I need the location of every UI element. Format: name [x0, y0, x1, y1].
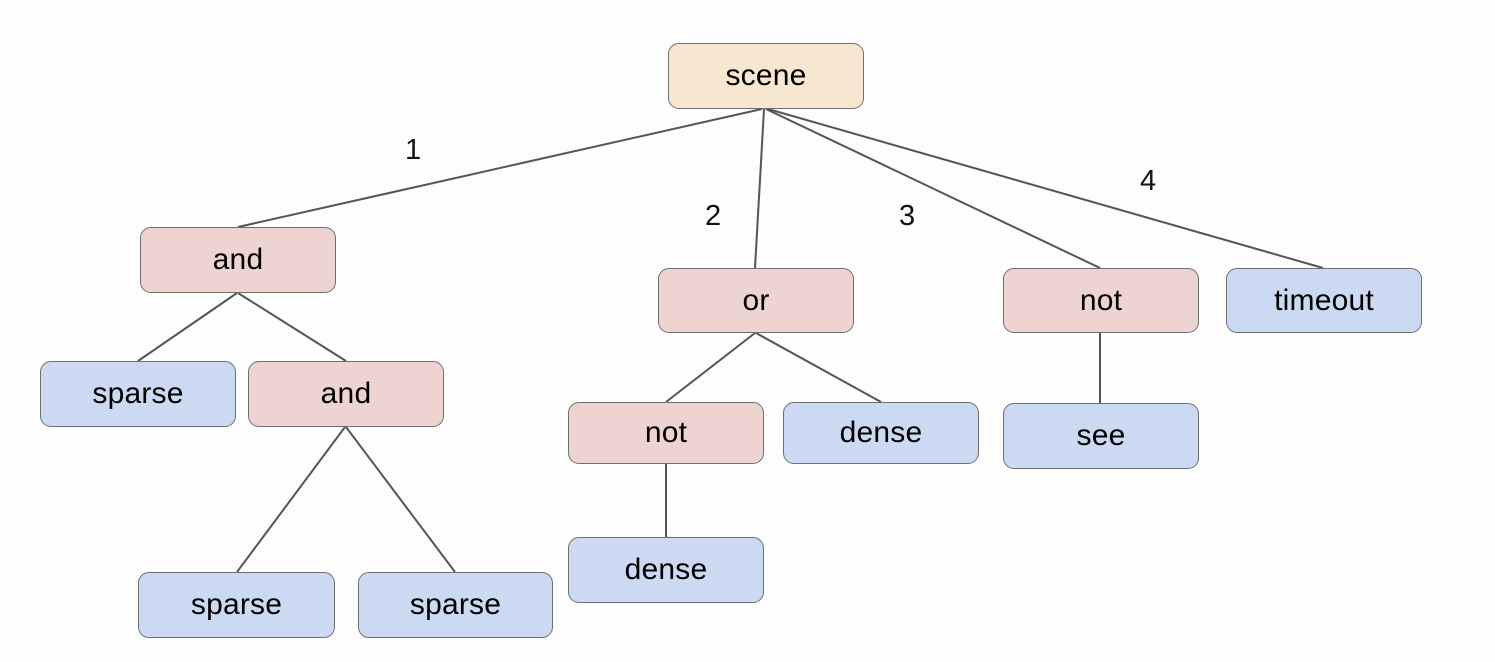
edge-label-4: 4 [1140, 165, 1157, 197]
tree-edge-scene-to-timeout [767, 108, 1324, 269]
edge-label-2: 2 [705, 200, 722, 232]
tree-edge-or1-to-dense_mid [755, 332, 882, 403]
tree-node-timeout[interactable]: timeout [1226, 268, 1422, 333]
tree-node-and2[interactable]: and [248, 361, 444, 427]
tree-edge-scene-to-not_right [765, 108, 1101, 269]
tree-node-dense_mid[interactable]: dense [783, 402, 979, 464]
tree-node-sparse2[interactable]: sparse [138, 572, 335, 638]
tree-edge-and1-to-and2 [237, 292, 347, 362]
tree-edge-and1-to-sparse1 [137, 292, 238, 362]
edge-label-1: 1 [405, 134, 422, 166]
tree-edge-scene-to-or1 [754, 108, 765, 269]
tree-node-scene[interactable]: scene [668, 43, 864, 109]
tree-node-not_mid[interactable]: not [568, 402, 764, 464]
tree-node-sparse3[interactable]: sparse [358, 572, 553, 638]
tree-edge-and2-to-sparse2 [236, 426, 346, 573]
tree-edge-or1-to-not_mid [665, 332, 756, 403]
tree-node-sparse1[interactable]: sparse [40, 361, 236, 427]
tree-node-dense_low[interactable]: dense [568, 537, 764, 603]
tree-node-or1[interactable]: or [658, 268, 854, 333]
edge-label-3: 3 [899, 200, 916, 232]
tree-edge-scene-to-and1 [237, 108, 763, 228]
tree-node-and1[interactable]: and [140, 227, 336, 293]
tree-edge-and2-to-sparse3 [345, 426, 456, 573]
tree-node-see[interactable]: see [1003, 403, 1199, 469]
tree-node-not_right[interactable]: not [1003, 268, 1199, 333]
